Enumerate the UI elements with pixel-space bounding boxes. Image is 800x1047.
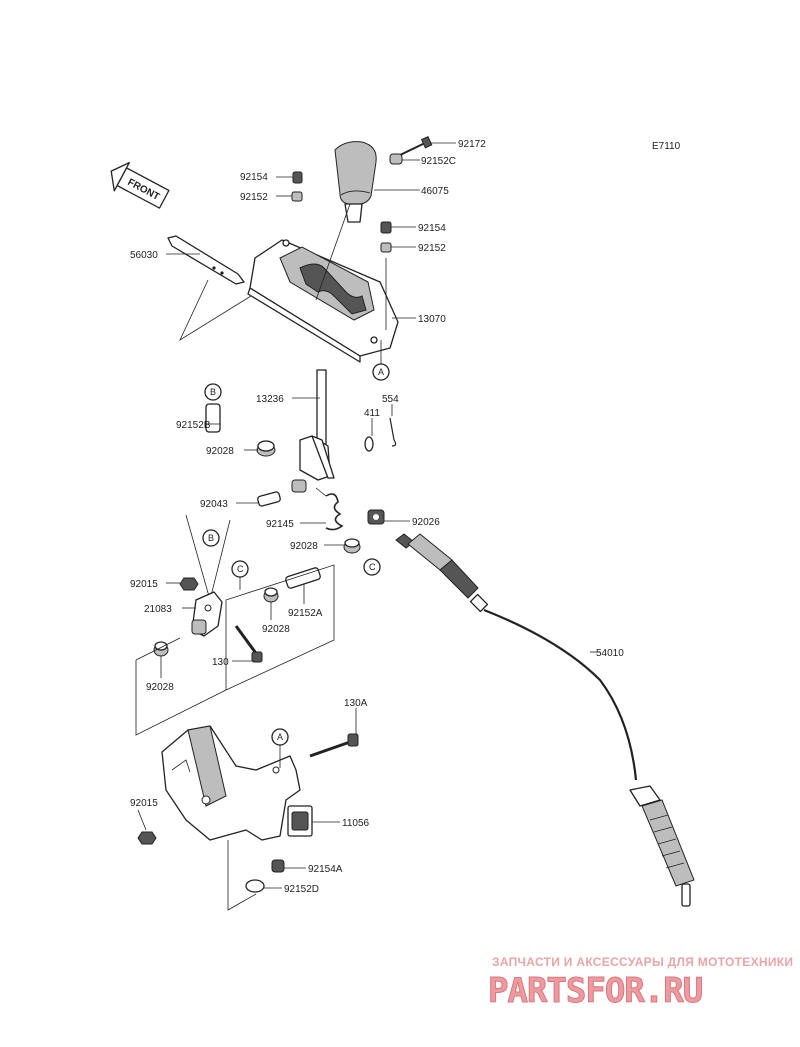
gear-knob-46075 xyxy=(334,141,377,223)
spring-92145 xyxy=(315,487,344,531)
ref-b-upper xyxy=(204,383,222,401)
bushing-92028-b xyxy=(343,538,361,554)
label-92145: 92145 xyxy=(266,519,294,530)
pin-92043 xyxy=(257,491,281,507)
label-411: 411 xyxy=(364,408,380,419)
label-92154-top: 92154 xyxy=(240,172,268,183)
shift-gate-13070 xyxy=(247,239,399,363)
label-92015-b: 92015 xyxy=(130,798,158,809)
label-130: 130 xyxy=(212,657,229,668)
label-92026: 92026 xyxy=(412,517,440,528)
label-92152-top: 92152 xyxy=(240,192,268,203)
cotter-pin-554 xyxy=(389,417,397,447)
bushing-92028-d xyxy=(153,641,169,657)
nut-92015-b xyxy=(137,831,157,845)
washer-411 xyxy=(364,436,374,452)
nut-92015-a xyxy=(179,577,199,591)
label-92172: 92172 xyxy=(458,139,486,150)
label-54010: 54010 xyxy=(596,648,624,659)
label-21083: 21083 xyxy=(144,604,172,615)
ref-c-right xyxy=(363,558,381,576)
label-92028-c: 92028 xyxy=(262,624,290,635)
ref-a-upper-label: A xyxy=(378,367,384,377)
label-92152A: 92152A xyxy=(288,608,323,619)
shift-lever-13236 xyxy=(299,369,335,481)
label-554: 554 xyxy=(382,394,399,405)
label-46075: 46075 xyxy=(421,186,449,197)
diagram-code: E7110 xyxy=(652,141,681,152)
pin-92152B xyxy=(205,403,221,433)
label-92028-d: 92028 xyxy=(146,682,174,693)
label-13236: 13236 xyxy=(256,394,284,405)
label-92015-a: 92015 xyxy=(130,579,158,590)
washer-92152D xyxy=(245,879,265,893)
bolt-92154-right xyxy=(380,221,392,234)
bracket-21083 xyxy=(191,591,223,637)
pin-92152A xyxy=(285,567,321,589)
bushing-92028-a xyxy=(256,440,276,457)
bracket-56030 xyxy=(167,235,245,285)
watermark-logo: PARTSFOR.RU xyxy=(488,971,702,1011)
label-92152B: 92152B xyxy=(176,420,211,431)
bolt-130A xyxy=(309,733,359,758)
label-56030: 56030 xyxy=(130,250,158,261)
label-92152C: 92152C xyxy=(421,156,456,167)
collar-92152-right xyxy=(380,242,392,253)
front-arrow-icon: FRONT xyxy=(110,161,170,209)
label-92154A: 92154A xyxy=(308,864,343,875)
ref-b-upper-label: B xyxy=(210,387,216,397)
mount-bracket-11056 xyxy=(161,725,313,841)
label-92154-right: 92154 xyxy=(418,223,446,234)
label-92028-b: 92028 xyxy=(290,541,318,552)
ref-c-left-label: C xyxy=(237,564,244,574)
label-92043: 92043 xyxy=(200,499,228,510)
joint-92026 xyxy=(367,509,385,525)
label-92028-a: 92028 xyxy=(206,446,234,457)
cable-54010 xyxy=(395,533,695,907)
ref-b-lower-label: B xyxy=(208,533,214,543)
label-92152D: 92152D xyxy=(284,884,319,895)
bushing-92028-c xyxy=(263,587,279,603)
label-13070: 13070 xyxy=(418,314,446,325)
screw-92172 xyxy=(397,136,433,157)
label-130A: 130A xyxy=(344,698,368,709)
label-92152-right: 92152 xyxy=(418,243,446,254)
label-11056: 11056 xyxy=(342,818,370,829)
collar-92152C xyxy=(389,153,403,165)
collar-92152-top xyxy=(291,191,303,202)
ref-b-lower xyxy=(202,529,220,547)
collar-lever xyxy=(291,479,307,493)
bolt-130 xyxy=(234,625,263,663)
bolt-92154A xyxy=(271,859,285,873)
watermark-tagline: ЗАПЧАСТИ И АКСЕССУАРЫ ДЛЯ МОТОТЕХНИКИ xyxy=(492,955,793,969)
ref-c-right-label: C xyxy=(369,562,376,572)
ref-a-lower-label: A xyxy=(277,732,283,742)
bolt-92154-top xyxy=(292,171,303,184)
